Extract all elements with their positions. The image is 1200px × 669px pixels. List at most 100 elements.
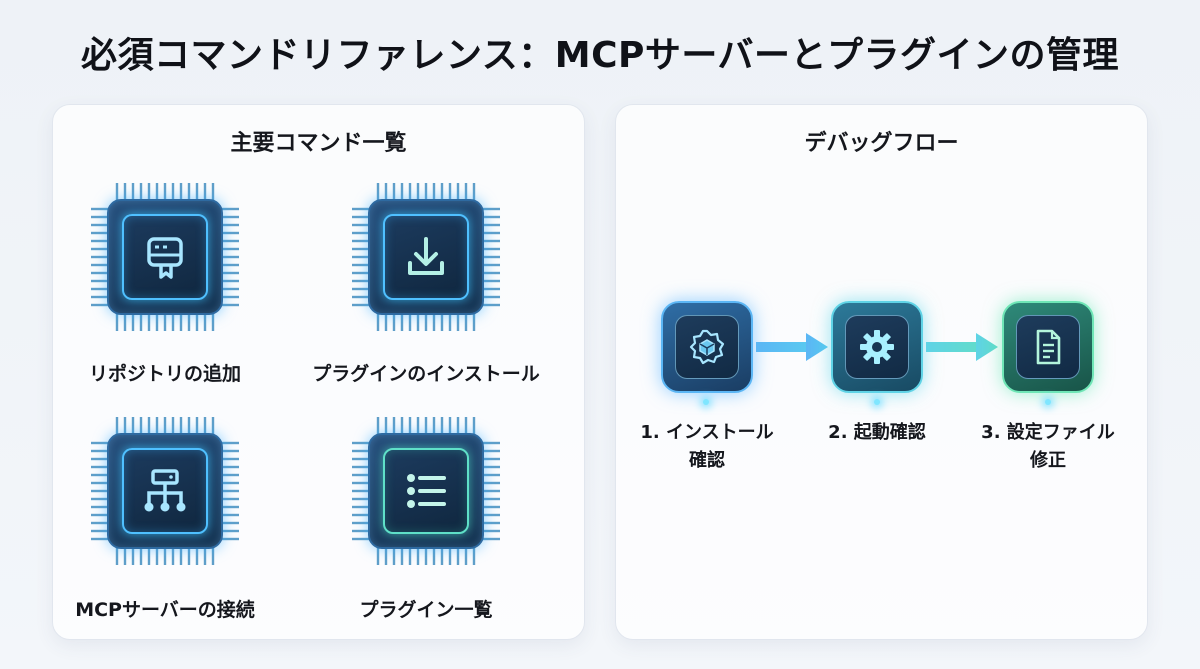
chip-pin bbox=[352, 457, 370, 461]
chip-install-plugin[interactable] bbox=[350, 181, 502, 333]
list-icon bbox=[407, 474, 446, 508]
chip-pin bbox=[352, 473, 370, 477]
chip-pin bbox=[187, 313, 191, 331]
chip-pin bbox=[163, 547, 167, 565]
chip-pin bbox=[221, 513, 239, 517]
chip-pin bbox=[131, 313, 135, 331]
chip-pin bbox=[221, 279, 239, 283]
chip-pin bbox=[221, 449, 239, 453]
chip-pin bbox=[221, 481, 239, 485]
chip-pin bbox=[376, 547, 380, 565]
debug-flow-title: デバッグフロー bbox=[804, 131, 959, 156]
chip-pins bbox=[352, 417, 500, 565]
label-plugin-list: プラグイン一覧 bbox=[359, 599, 493, 621]
chip-add-repository[interactable] bbox=[89, 181, 241, 333]
chip-pin bbox=[123, 183, 127, 201]
chip-pin bbox=[179, 183, 183, 201]
chip-pin bbox=[211, 313, 215, 331]
step-startup-check[interactable] bbox=[831, 301, 923, 393]
step-install-check[interactable] bbox=[661, 301, 753, 393]
chip-pin bbox=[464, 417, 468, 435]
chip-pin bbox=[203, 183, 207, 201]
label-add-repository: リポジトリの追加 bbox=[88, 363, 241, 385]
chip-pin bbox=[221, 537, 239, 541]
chip-pin bbox=[352, 287, 370, 291]
chip-pin bbox=[221, 271, 239, 275]
chip-pin bbox=[91, 287, 109, 291]
chip-pin bbox=[482, 489, 500, 493]
chip-pin bbox=[163, 417, 167, 435]
chip-pin bbox=[352, 505, 370, 509]
command-list-panel: 主要コマンド一覧 リポジトリの追加 bbox=[52, 104, 585, 640]
chip-pin bbox=[139, 547, 143, 565]
chip-pin bbox=[482, 481, 500, 485]
chip-pin bbox=[352, 231, 370, 235]
chip-pin bbox=[416, 547, 420, 565]
chip-pin bbox=[211, 417, 215, 435]
glow-dot bbox=[874, 399, 880, 405]
chip-pin bbox=[171, 547, 175, 565]
chip-pin bbox=[352, 441, 370, 445]
chip-pin bbox=[352, 481, 370, 485]
chip-pin bbox=[187, 417, 191, 435]
chip-pin bbox=[482, 497, 500, 501]
chip-pin bbox=[155, 547, 159, 565]
chip-pin bbox=[482, 271, 500, 275]
chip-pin bbox=[352, 271, 370, 275]
chip-pin bbox=[482, 295, 500, 299]
chip-pin bbox=[91, 537, 109, 541]
chip-pin bbox=[131, 183, 135, 201]
chip-pins bbox=[91, 417, 239, 565]
chip-pin bbox=[352, 295, 370, 299]
chip-pin bbox=[352, 465, 370, 469]
chip-pin bbox=[221, 295, 239, 299]
label-install-plugin: プラグインのインストール bbox=[312, 363, 540, 385]
chip-pin bbox=[472, 417, 476, 435]
chip-pin bbox=[482, 239, 500, 243]
chip-pin bbox=[352, 521, 370, 525]
chip-pin bbox=[221, 287, 239, 291]
chip-pin bbox=[482, 255, 500, 259]
chip-pin bbox=[91, 449, 109, 453]
chip-connect-mcp-server[interactable] bbox=[89, 415, 241, 567]
chip-pin bbox=[456, 417, 460, 435]
chip-pin bbox=[482, 537, 500, 541]
chip-pin bbox=[352, 497, 370, 501]
chip-pin bbox=[376, 183, 380, 201]
chip-pin bbox=[91, 279, 109, 283]
chip-pin bbox=[448, 417, 452, 435]
command-list-title: 主要コマンド一覧 bbox=[230, 131, 407, 156]
chip-pin bbox=[352, 449, 370, 453]
chip-pin bbox=[352, 247, 370, 251]
chip-plugin-list[interactable] bbox=[350, 415, 502, 567]
chip-pin bbox=[400, 183, 404, 201]
chip-pin bbox=[482, 457, 500, 461]
chip-pin bbox=[416, 183, 420, 201]
chip-pin bbox=[352, 255, 370, 259]
chip-pin bbox=[131, 417, 135, 435]
chip-pin bbox=[221, 441, 239, 445]
debug-flow-panel: デバッグフロー bbox=[615, 104, 1148, 640]
chip-pin bbox=[221, 239, 239, 243]
chip-pin bbox=[472, 313, 476, 331]
chip-pin bbox=[440, 313, 444, 331]
document-icon bbox=[1036, 329, 1061, 365]
chip-pin bbox=[155, 183, 159, 201]
chip-pin bbox=[163, 183, 167, 201]
chip-pin bbox=[221, 457, 239, 461]
chip-pin bbox=[221, 529, 239, 533]
chip-pin bbox=[482, 231, 500, 235]
gear-icon bbox=[860, 330, 894, 364]
chip-pin bbox=[155, 417, 159, 435]
chip-pin bbox=[482, 263, 500, 267]
chip-pin bbox=[448, 183, 452, 201]
chip-pin bbox=[91, 231, 109, 235]
chip-pin bbox=[221, 231, 239, 235]
chip-pin bbox=[424, 547, 428, 565]
chip-pin bbox=[211, 183, 215, 201]
step-fix-config[interactable] bbox=[1002, 301, 1094, 393]
chip-pin bbox=[91, 497, 109, 501]
download-icon bbox=[408, 237, 444, 275]
chip-pin bbox=[352, 263, 370, 267]
chip-pin bbox=[472, 547, 476, 565]
